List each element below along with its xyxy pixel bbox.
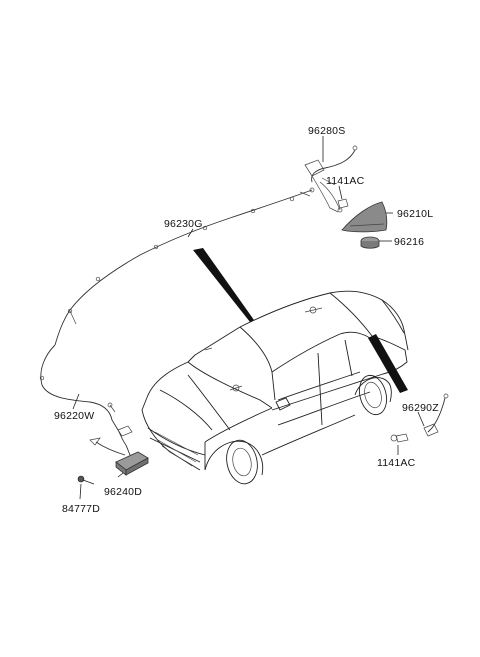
leader-lines — [72, 136, 425, 500]
label-96240d: 96240D — [104, 486, 142, 498]
antenna-cable-96220w — [39, 344, 133, 456]
label-96220w: 96220W — [54, 410, 94, 422]
shark-fin-antenna-96210l — [341, 201, 388, 233]
label-1141ac-top: 1141AC — [326, 175, 365, 187]
label-84777d: 84777D — [62, 503, 100, 515]
label-96230g: 96230G — [164, 218, 203, 230]
label-96216: 96216 — [394, 236, 424, 248]
label-96210l: 96210L — [397, 208, 433, 220]
antenna-pad-96216 — [360, 236, 380, 249]
car-illustration — [141, 290, 409, 485]
rear-antenna-pointer — [368, 334, 408, 393]
label-96280s: 96280S — [308, 125, 345, 137]
label-1141ac-bottom: 1141AC — [377, 457, 416, 469]
label-96290z: 96290Z — [402, 402, 439, 414]
antenna-module-96240d — [115, 451, 149, 476]
antenna-feeder-96280s — [304, 145, 358, 213]
bolt-84777d — [77, 475, 95, 485]
antenna-cable-96230g — [54, 187, 315, 346]
rear-antenna-96290z — [390, 393, 449, 443]
roof-antenna-pointer — [193, 248, 254, 322]
part-labels: 96280S 1141AC 96210L 96216 96230G 96220W… — [54, 125, 439, 515]
